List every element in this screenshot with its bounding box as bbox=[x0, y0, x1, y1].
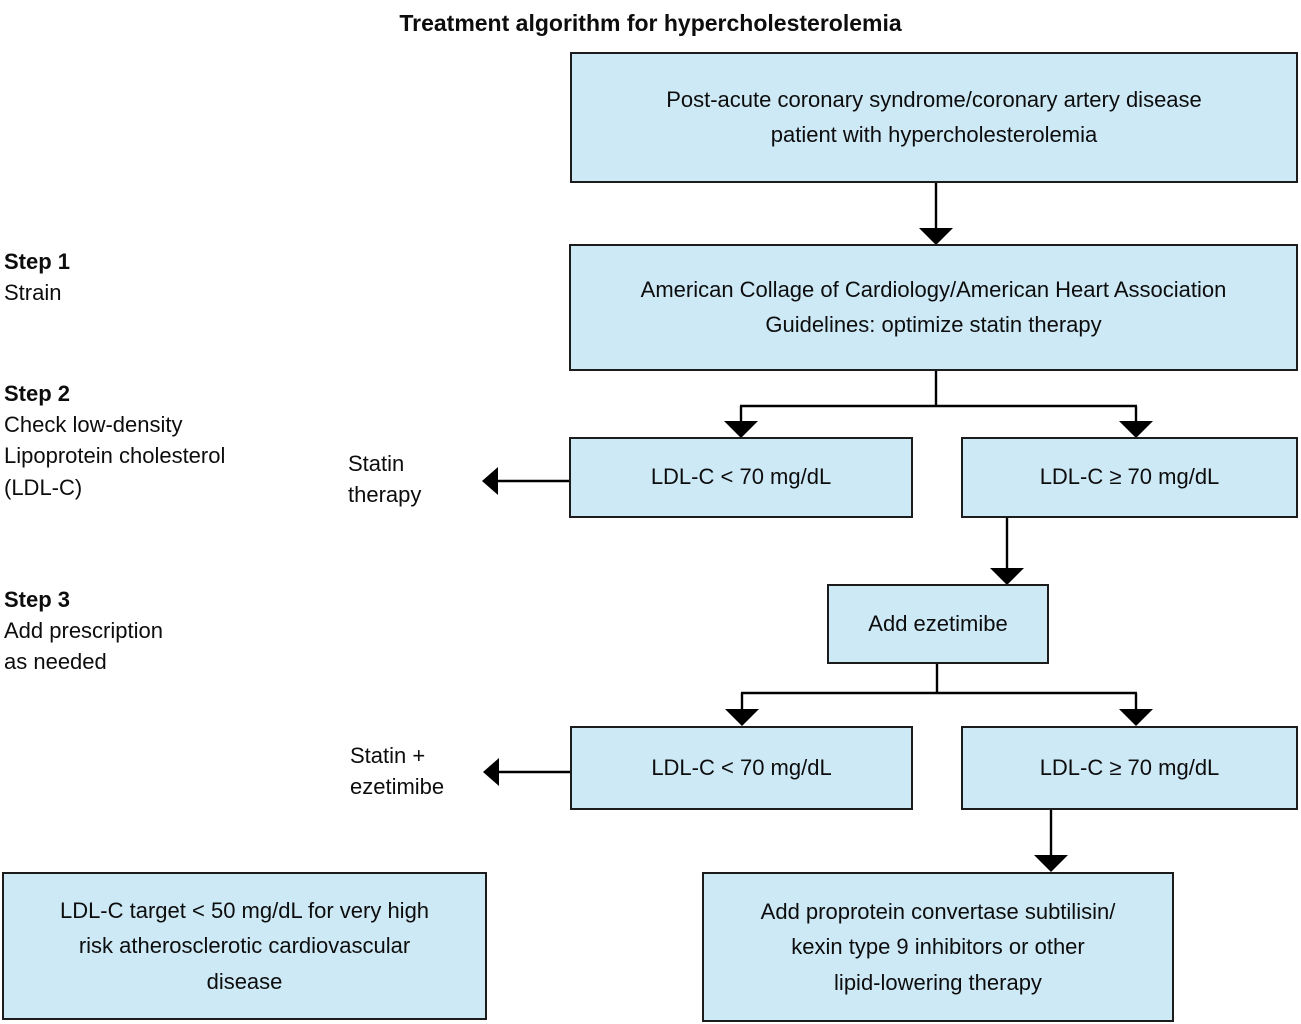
step-3-label: Step 3 bbox=[4, 587, 71, 612]
node-ldl-lt70-step2: LDL-C < 70 mg/dL bbox=[569, 437, 913, 518]
arrow-ldl-lt70-step2-to-statin-therapy bbox=[482, 467, 569, 495]
node-ldl-target: LDL-C target < 50 mg/dL for very high ri… bbox=[2, 872, 487, 1020]
node-pcsk9-text: Add proprotein convertase subtilisin/ ke… bbox=[760, 899, 1116, 995]
step-3-description: Add prescription as needed bbox=[4, 618, 163, 675]
node-ldl-ge70-step3: LDL-C ≥ 70 mg/dL bbox=[961, 726, 1298, 810]
node-ldl-ge70-step2-text: LDL-C ≥ 70 mg/dL bbox=[1039, 464, 1220, 490]
node-patient-text: Post-acute coronary syndrome/coronary ar… bbox=[666, 87, 1202, 147]
node-guidelines: American Collage of Cardiology/American … bbox=[569, 244, 1298, 371]
node-ldl-lt70-step2-text: LDL-C < 70 mg/dL bbox=[650, 464, 832, 490]
node-add-ezetimibe-text: Add ezetimibe bbox=[868, 610, 1008, 636]
node-patient: Post-acute coronary syndrome/coronary ar… bbox=[570, 52, 1298, 183]
connector-guidelines-branch bbox=[724, 371, 1153, 438]
node-ldl-lt70-step3-text: LDL-C < 70 mg/dL bbox=[651, 754, 832, 780]
arrow-patient-to-guidelines bbox=[919, 183, 953, 245]
node-guidelines-text: American Collage of Cardiology/American … bbox=[640, 277, 1227, 337]
connector-ezetimibe-branch bbox=[725, 664, 1153, 726]
node-ldl-ge70-step3-text: LDL-C ≥ 70 mg/dL bbox=[1039, 754, 1220, 780]
step-1-label: Step 1 bbox=[4, 249, 71, 274]
figure-title: Treatment algorithm for hypercholesterol… bbox=[399, 10, 902, 36]
step-3: Step 3 Add prescription as needed bbox=[4, 584, 163, 678]
node-ldl-lt70-step3: LDL-C < 70 mg/dL bbox=[570, 726, 913, 810]
step-1: Step 1 Strain bbox=[4, 246, 70, 308]
step-2-label: Step 2 bbox=[4, 381, 71, 406]
node-ldl-ge70-step2: LDL-C ≥ 70 mg/dL bbox=[961, 437, 1298, 518]
step-2: Step 2 Check low-density Lipoprotein cho… bbox=[4, 378, 225, 503]
node-ldl-target-text: LDL-C target < 50 mg/dL for very high ri… bbox=[59, 898, 430, 994]
arrow-ldl-lt70-step3-to-statin-ezetimibe bbox=[483, 758, 570, 786]
step-2-description: Check low-density Lipoprotein cholestero… bbox=[4, 412, 226, 500]
node-add-ezetimibe: Add ezetimibe bbox=[827, 584, 1049, 664]
arrow-ldl-ge70-step3-to-pcsk9 bbox=[1034, 810, 1068, 872]
outcome-label-statin-therapy: Statin therapy bbox=[348, 451, 422, 508]
outcome-label-statin-plus-ezetimibe: Statin + ezetimibe bbox=[350, 743, 445, 800]
step-1-description: Strain bbox=[4, 280, 62, 306]
node-pcsk9: Add proprotein convertase subtilisin/ ke… bbox=[702, 872, 1174, 1022]
arrow-ldl-ge70-step2-to-add-ezetimibe bbox=[990, 518, 1024, 585]
